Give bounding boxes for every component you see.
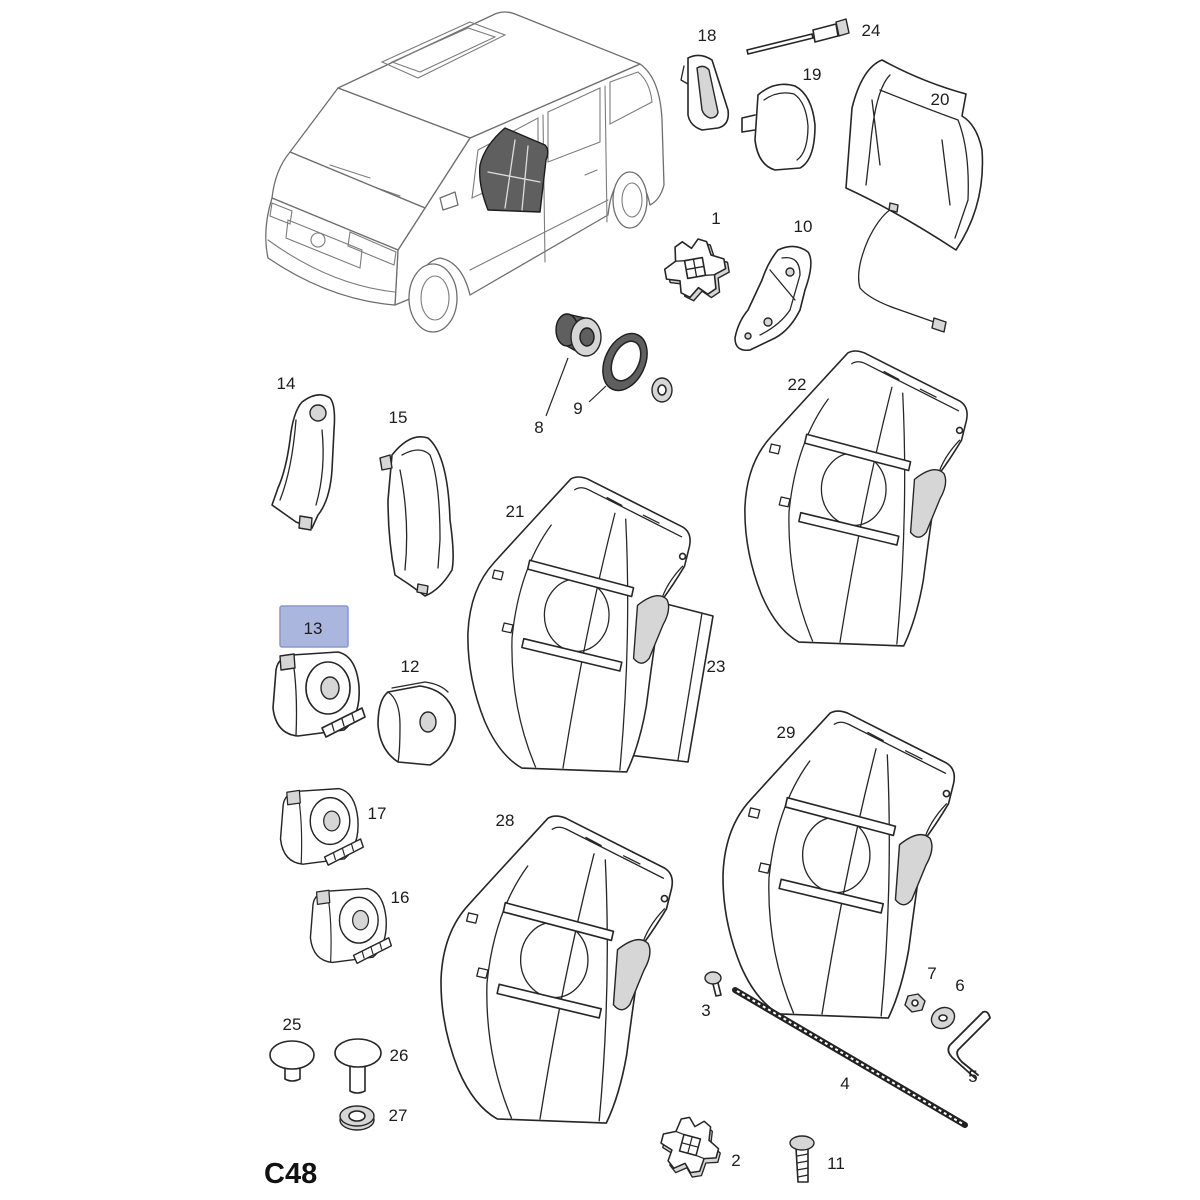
- callout-20: 20: [931, 90, 950, 109]
- highlight-box-13: [279, 605, 349, 648]
- brand-logo-icon: [310, 232, 326, 248]
- callout-12: 12: [401, 657, 420, 676]
- callout-29: 29: [777, 723, 796, 742]
- callout-4: 4: [840, 1074, 849, 1093]
- callout-26: 26: [390, 1046, 409, 1065]
- part-16-knob-housing: [309, 887, 393, 965]
- callout-3: 3: [701, 1001, 710, 1020]
- part-28-backrest-cover: [440, 815, 674, 1124]
- rear-wheel: [612, 171, 648, 229]
- callout-9: 9: [573, 399, 582, 418]
- part-10-bracket: [734, 245, 812, 352]
- callout-23: 23: [707, 657, 726, 676]
- part-25-plug: [269, 1040, 315, 1082]
- callout-2: 2: [731, 1151, 740, 1170]
- part-17-knob-housing: [279, 787, 365, 866]
- leader-line-9: [588, 385, 607, 403]
- callout-27: 27: [389, 1106, 408, 1125]
- part-20-backrest-heating-pad: [845, 59, 984, 333]
- part-8-bushing: [555, 313, 602, 357]
- callout-8: 8: [534, 418, 543, 437]
- callout-10: 10: [794, 217, 813, 236]
- callout-5: 5: [968, 1067, 977, 1086]
- callout-15: 15: [389, 408, 408, 427]
- part-27-grommet: [339, 1105, 375, 1131]
- part-18-headrest-guide: [680, 54, 730, 131]
- callout-11: 11: [827, 1154, 845, 1173]
- callout-18: 18: [698, 26, 717, 45]
- part-11-screw: [789, 1135, 815, 1183]
- highlighted-seat-in-vehicle: [478, 127, 549, 213]
- vehicle-overview: [265, 11, 665, 333]
- callout-21: 21: [506, 502, 525, 521]
- callout-6: 6: [955, 976, 964, 995]
- part-3-screw: [704, 971, 722, 997]
- callout-28: 28: [496, 811, 515, 830]
- part-24-pin: [746, 18, 850, 55]
- callout-13: 13: [304, 619, 323, 638]
- part-15-side-trim: [379, 436, 454, 597]
- part-2-handwheel: [653, 1111, 728, 1184]
- small-washer: [651, 377, 673, 403]
- callout-14: 14: [277, 374, 296, 393]
- part-19-headrest-guide-cap: [741, 83, 816, 171]
- callout-22: 22: [788, 375, 807, 394]
- callout-1: 1: [711, 209, 720, 228]
- part-12-cover-shell: [377, 681, 457, 766]
- callout-19: 19: [803, 65, 822, 84]
- part-29-backrest-cover: [722, 710, 956, 1019]
- part-4-threaded-rod: [732, 987, 968, 1128]
- callout-25: 25: [283, 1015, 302, 1034]
- part-26-plug: [334, 1038, 382, 1094]
- part-7-nut: [904, 993, 926, 1013]
- callout-24: 24: [862, 21, 881, 40]
- part-13-knob-housing: [272, 651, 366, 738]
- part-22-backrest-cover: [744, 350, 968, 647]
- part-6-washer: [930, 1006, 956, 1030]
- callout-7: 7: [927, 964, 936, 983]
- part-14-side-trim: [271, 394, 336, 531]
- part-9-washer-plate: [602, 332, 648, 392]
- part-5-spring-clip: [947, 1010, 991, 1079]
- callout-17: 17: [368, 804, 387, 823]
- diagram-code: C48: [264, 1158, 317, 1190]
- front-wheel: [408, 263, 458, 333]
- leader-line-8: [545, 357, 569, 417]
- part-1-handwheel: [659, 233, 734, 306]
- callout-16: 16: [391, 888, 410, 907]
